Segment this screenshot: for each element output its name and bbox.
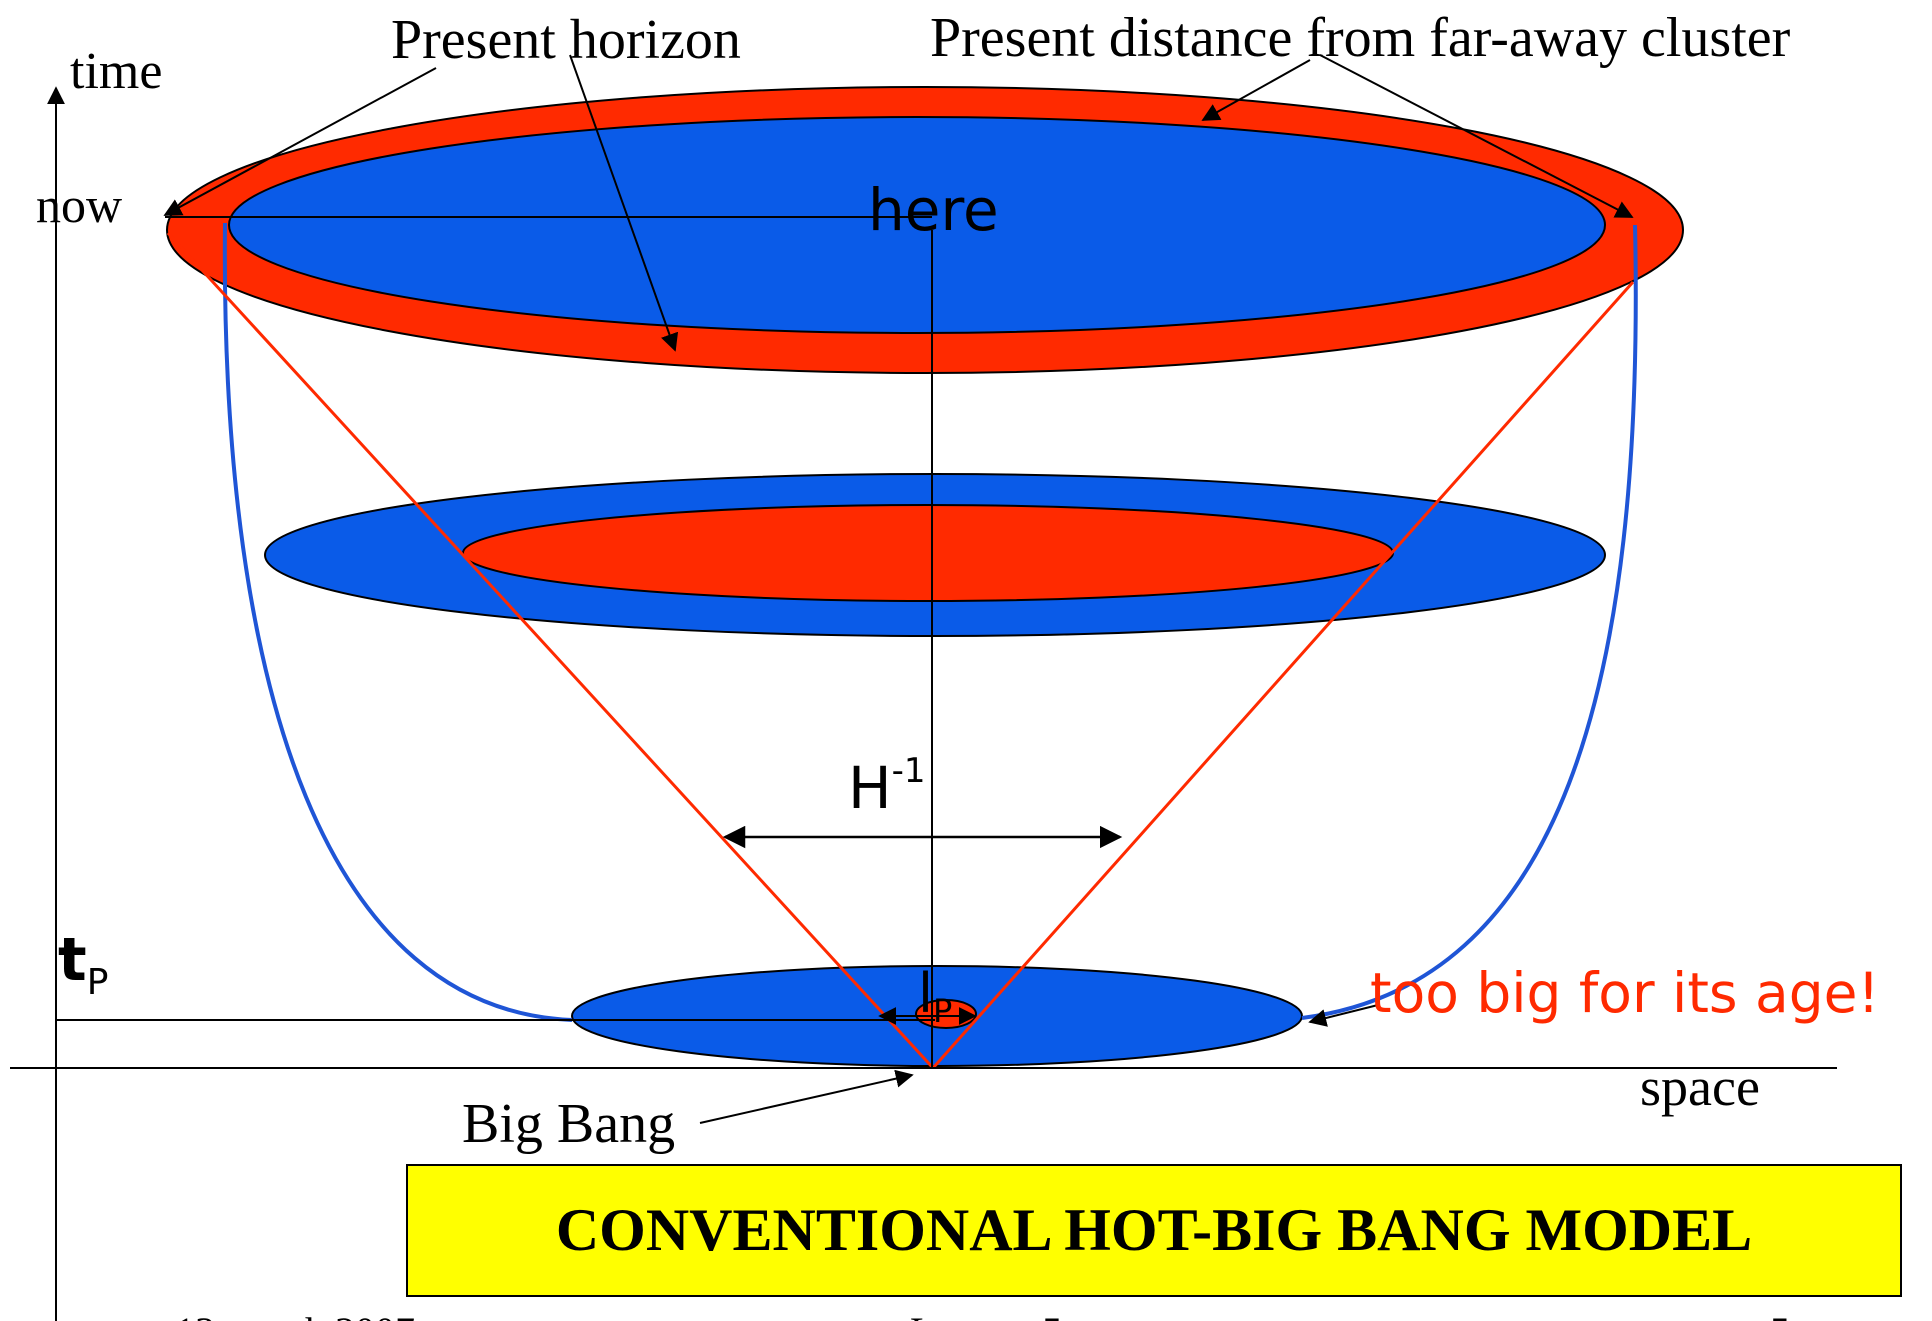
present-distance-label: Present distance from far-away cluster xyxy=(930,7,1791,69)
planck-time-label: tP xyxy=(58,925,108,1003)
footer-lecture: Lecture 5 xyxy=(910,1309,1062,1321)
present-horizon-label: Present horizon xyxy=(391,9,741,71)
title-banner-text: CONVENTIONAL HOT-BIG BANG MODEL xyxy=(556,1197,1752,1263)
light-cone-left xyxy=(166,231,935,1070)
middle-red-ellipse xyxy=(462,504,1394,602)
footer-date: 13 march 2007 xyxy=(175,1309,415,1321)
space-axis-label: space xyxy=(1640,1057,1760,1117)
horizon-arrow-bottom xyxy=(569,54,679,352)
here-label: here xyxy=(868,176,999,244)
too-big-label: too big for its age! xyxy=(1370,961,1880,1025)
light-cone-right xyxy=(931,281,1635,1069)
distance-arrow-red xyxy=(1201,59,1311,121)
too-big-arrow xyxy=(1308,1004,1379,1027)
universe-boundary-left xyxy=(222,222,573,1022)
big-bang-arrow xyxy=(699,1069,914,1124)
title-banner xyxy=(406,1164,1902,1297)
footer-page: 5 xyxy=(1770,1309,1790,1321)
planck-length-label: lP xyxy=(918,962,952,1030)
now-label: now xyxy=(36,177,122,233)
distance-arrow-blue xyxy=(1319,54,1634,218)
big-bang-label: Big Bang xyxy=(462,1093,675,1155)
time-axis-label: time xyxy=(70,43,162,100)
now-inner-blue-ellipse xyxy=(228,116,1606,334)
universe-boundary-right xyxy=(1301,224,1638,1020)
horizon-arrow-left xyxy=(163,67,437,216)
hubble-radius-label: H-1 xyxy=(848,751,926,822)
